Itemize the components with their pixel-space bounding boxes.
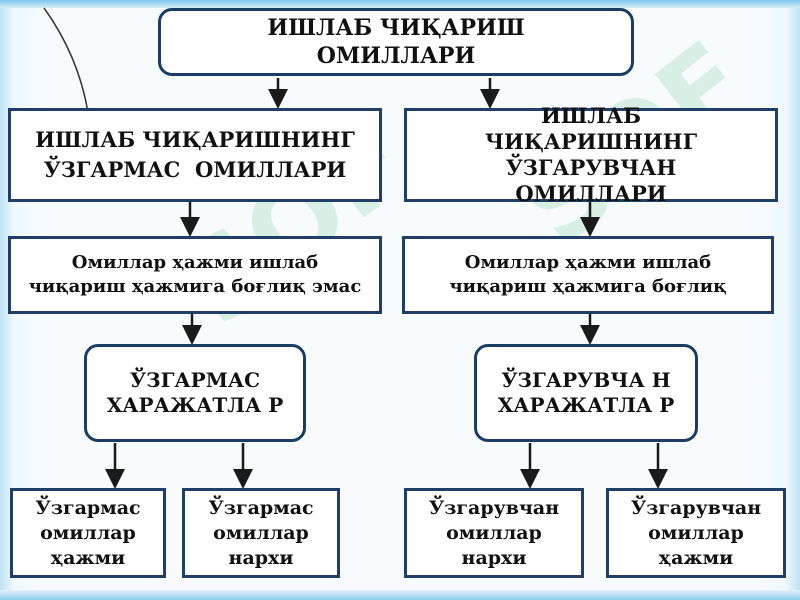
right-leaf-1-node: Ўзгарувчан омиллар нархи <box>404 488 584 578</box>
right-cost-label: ЎЗГАРУВЧА Н ХАРАЖАТЛА Р <box>497 368 675 417</box>
right-leaf-2-label: Ўзгарувчан омиллар ҳажми <box>630 496 762 569</box>
root-node-label: ИШЛАБ ЧИҚАРИШ ОМИЛЛАРИ <box>267 15 525 69</box>
root-node: ИШЛАБ ЧИҚАРИШ ОМИЛЛАРИ <box>158 8 634 76</box>
left-leaf-2-label: Ўзгармас омиллар нархи <box>208 496 314 569</box>
right-category-label: ИШЛАБ ЧИҚАРИШНИНГ ЎЗГАРУВЧАН ОМИЛЛАРИ <box>484 103 698 206</box>
left-category-node: ИШЛАБ ЧИҚАРИШНИНГ ЎЗГАРМАС ОМИЛЛАРИ <box>8 108 382 202</box>
left-description-label: Омиллар ҳажми ишлаб чиқариш ҳажмига боғл… <box>28 252 362 297</box>
left-cost-label: ЎЗГАРМАС ХАРАЖАТЛА Р <box>106 368 284 417</box>
right-cost-node: ЎЗГАРУВЧА Н ХАРАЖАТЛА Р <box>474 344 698 442</box>
decor-curve <box>43 7 89 113</box>
left-cost-node: ЎЗГАРМАС ХАРАЖАТЛА Р <box>84 344 306 442</box>
left-leaf-1-node: Ўзгармас омиллар ҳажми <box>10 488 166 578</box>
left-description-node: Омиллар ҳажми ишлаб чиқариш ҳажмига боғл… <box>8 236 382 314</box>
top-decor-band <box>0 0 800 8</box>
right-leaf-1-label: Ўзгарувчан омиллар нархи <box>428 496 560 569</box>
right-leaf-2-node: Ўзгарувчан омиллар ҳажми <box>606 488 786 578</box>
left-category-label: ИШЛАБ ЧИҚАРИШНИНГ ЎЗГАРМАС ОМИЛЛАРИ <box>35 127 363 182</box>
bottom-decor-band <box>0 590 800 600</box>
left-leaf-2-node: Ўзгармас омиллар нархи <box>182 488 340 578</box>
left-leaf-1-label: Ўзгармас омиллар ҳажми <box>35 496 141 569</box>
right-description-node: Омиллар ҳажми ишлаб чиқариш ҳажмига боғл… <box>402 236 774 314</box>
right-category-node: ИШЛАБ ЧИҚАРИШНИНГ ЎЗГАРУВЧАН ОМИЛЛАРИ <box>404 103 778 206</box>
right-description-label: Омиллар ҳажми ишлаб чиқариш ҳажмига боғл… <box>449 252 727 297</box>
